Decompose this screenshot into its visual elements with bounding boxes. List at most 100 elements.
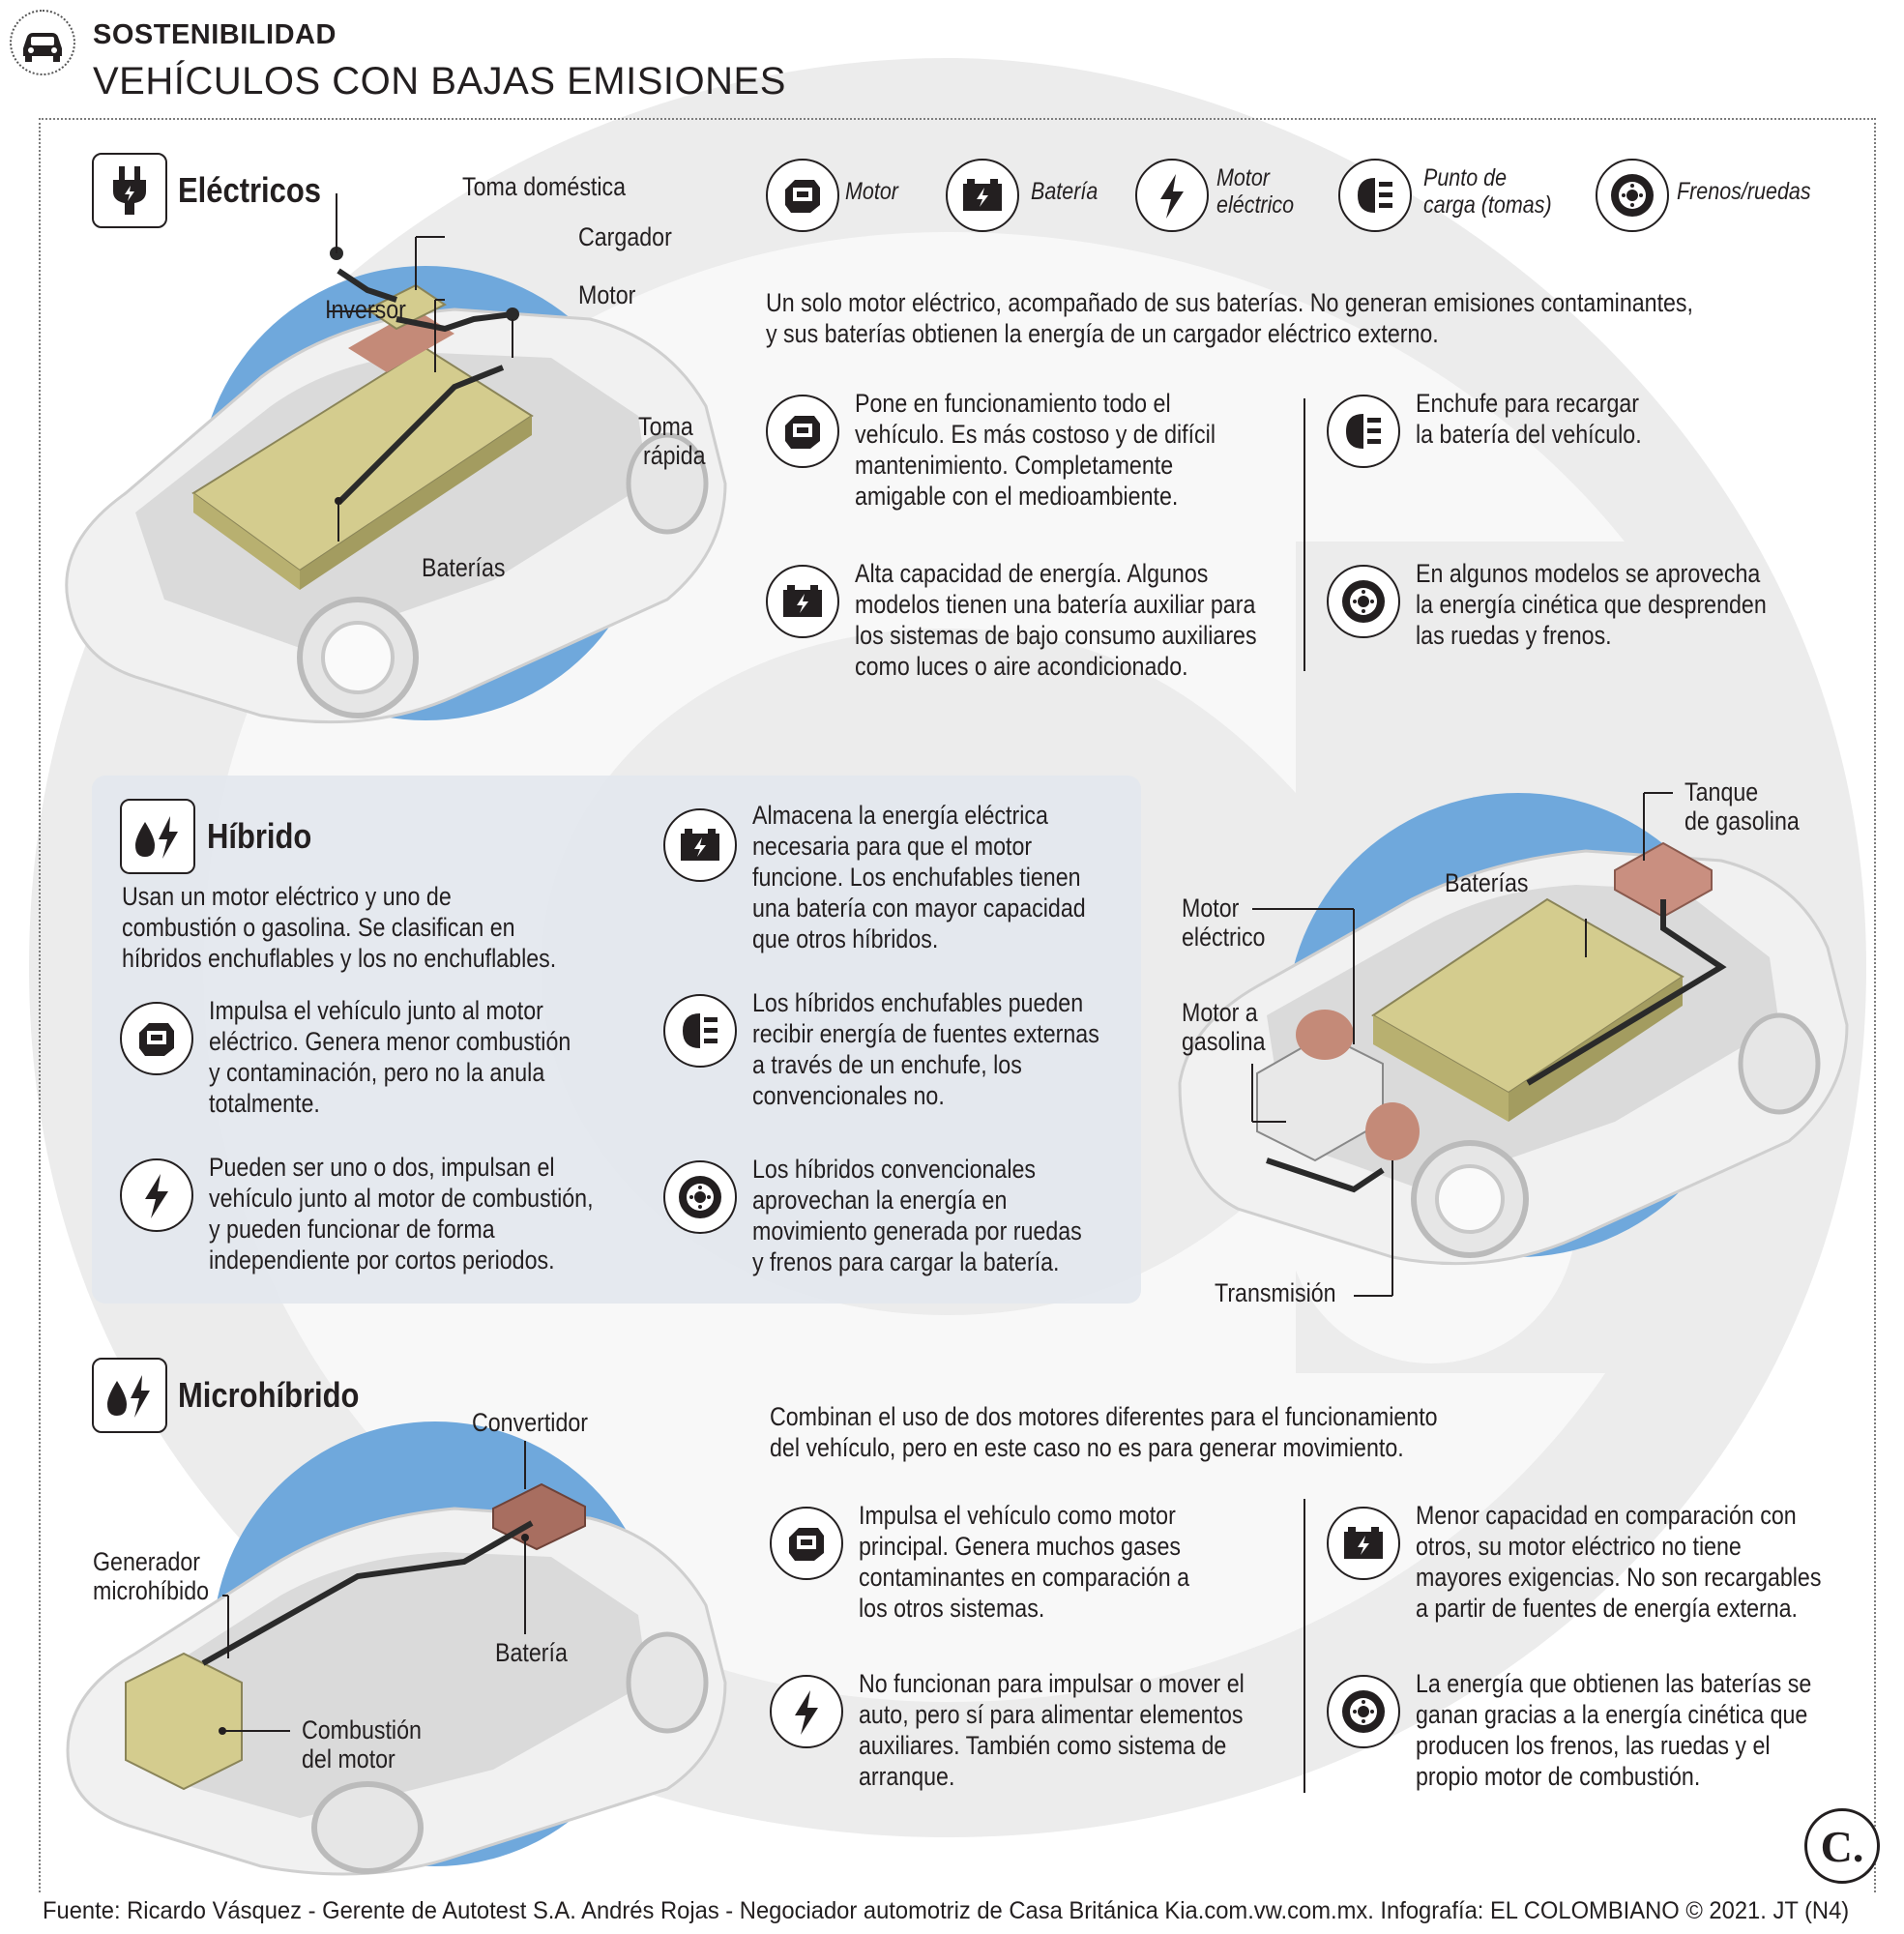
hibrido-motor-3: y contaminación, pero no la anula (209, 1058, 545, 1087)
charging-port-icon (1338, 159, 1412, 232)
microhibrido-electrico-1: No funcionan para impulsar o mover el (859, 1669, 1245, 1698)
hibrido-carga-2: recibir energía de fuentes externas (752, 1019, 1099, 1048)
brake-wheel-icon (1596, 159, 1669, 232)
hibrido-bateria-4: una batería con mayor capacidad (752, 894, 1086, 923)
legend-motor-electrico-1: Motor (1216, 164, 1270, 191)
label-baterias-hibrido: Baterías (1445, 868, 1529, 897)
hibrido-electrico-3: y pueden funcionar de forma (209, 1215, 495, 1244)
lightning-icon (1135, 159, 1209, 232)
microhibrido-motor-3: contaminantes en comparación a (859, 1563, 1190, 1592)
microhibrido-frenos-3: producen los frenos, las ruedas y el (1416, 1731, 1771, 1760)
label-toma-rapida-2: rápida (643, 441, 706, 470)
hibrido-frenos-4: y frenos para cargar la batería. (752, 1247, 1060, 1276)
hybrid-panel (92, 776, 1141, 1304)
lightning-icon (120, 1158, 193, 1232)
hibrido-intro-3: híbridos enchuflables y los no enchuflab… (122, 944, 557, 973)
page-title: VEHÍCULOS CON BAJAS EMISIONES (93, 60, 786, 103)
electricos-frenos-2: la energía cinética que desprenden (1416, 590, 1767, 619)
battery-icon (766, 565, 839, 638)
electricos-motor-4: amigable con el medioambiente. (855, 482, 1179, 511)
electricos-intro-1: Un solo motor eléctrico, acompañado de s… (766, 288, 1693, 317)
electricos-bateria-4: como luces o aire acondicionado. (855, 652, 1188, 681)
label-motor-gasolina-2: gasolina (1182, 1027, 1266, 1056)
electricos-motor-1: Pone en funcionamiento todo el (855, 389, 1171, 418)
legend-bateria: Batería (1031, 178, 1098, 205)
hibrido-frenos-2: aprovechan la energía en (752, 1186, 1008, 1215)
hibrido-electrico-4: independiente por cortos periodos. (209, 1245, 555, 1275)
label-bateria-micro: Batería (495, 1638, 568, 1667)
legend-frenos: Frenos/ruedas (1677, 178, 1811, 205)
hibrido-bateria-2: necesaria para que el motor (752, 832, 1033, 861)
hibrido-electrico-1: Pueden ser uno o dos, impulsan el (209, 1153, 555, 1182)
hibrido-frenos-1: Los híbridos convencionales (752, 1155, 1037, 1184)
hibrido-bateria-3: funcione. Los enchufables tienen (752, 863, 1081, 892)
hibrido-bateria-1: Almacena la energía eléctrica (752, 801, 1048, 830)
electricos-carga-1: Enchufe para recargar (1416, 389, 1640, 418)
divider (1304, 1499, 1305, 1793)
microhibrido-bateria-4: a partir de fuentes de energía externa. (1416, 1594, 1799, 1623)
engine-icon (766, 159, 839, 232)
hibrido-electrico-2: vehículo junto al motor de combustión, (209, 1184, 594, 1213)
hibrido-bateria-5: que otros híbridos. (752, 924, 939, 953)
engine-icon (766, 395, 839, 468)
electricos-motor-3: mantenimiento. Completamente (855, 451, 1174, 480)
microhibrido-intro-2: del vehículo, pero en este caso no es pa… (770, 1433, 1404, 1462)
label-toma-rapida-1: Toma (638, 412, 693, 441)
microhibrido-bateria-2: otros, su motor eléctrico no tiene (1416, 1532, 1742, 1561)
hibrido-motor-4: totalmente. (209, 1089, 320, 1118)
microhibrido-frenos-2: ganan gracias a la energía cinética que (1416, 1700, 1808, 1729)
label-tanque-1: Tanque (1684, 777, 1759, 806)
divider (1304, 398, 1305, 671)
label-motor-electrico-2: eléctrico (1182, 923, 1266, 952)
microhibrido-frenos-4: propio motor de combustión. (1416, 1762, 1701, 1791)
drop-lightning-icon (120, 799, 195, 874)
microhibrido-bateria-3: mayores exigencias. No son recargables (1416, 1563, 1822, 1592)
kicker: SOSTENIBILIDAD (93, 19, 337, 50)
electricos-carga-2: la batería del vehículo. (1416, 420, 1642, 449)
engine-icon (770, 1507, 843, 1580)
microhibrido-intro-1: Combinan el uso de dos motores diferente… (770, 1402, 1438, 1431)
section-title-microhibrido: Microhíbrido (178, 1375, 360, 1415)
legend-motor-electrico-2: eléctrico (1216, 191, 1295, 219)
label-combustion-1: Combustión (302, 1715, 422, 1744)
label-motor: Motor (578, 280, 636, 309)
label-tanque-2: de gasolina (1684, 806, 1800, 835)
microhibrido-bateria-1: Menor capacidad en comparación con (1416, 1501, 1797, 1530)
brake-wheel-icon (1327, 565, 1400, 638)
brake-wheel-icon (663, 1160, 737, 1234)
car-icon (10, 10, 75, 75)
label-transmision: Transmisión (1215, 1278, 1336, 1307)
section-title-electricos: Eléctricos (178, 170, 322, 210)
brake-wheel-icon (1327, 1675, 1400, 1748)
microhibrido-motor-1: Impulsa el vehículo como motor (859, 1501, 1176, 1530)
battery-icon (946, 159, 1019, 232)
label-baterias: Baterías (422, 553, 506, 582)
electricos-motor-2: vehículo. Es más costoso y de difícil (855, 420, 1216, 449)
el-colombiano-logo: C. (1804, 1808, 1880, 1884)
microhibrido-electrico-2: auto, pero sí para alimentar elementos (859, 1700, 1244, 1729)
electricos-frenos-1: En algunos modelos se aprovecha (1416, 559, 1761, 588)
logo-text: C. (1820, 1822, 1864, 1871)
drop-lightning-icon (92, 1358, 167, 1433)
hibrido-carga-1: Los híbridos enchufables pueden (752, 988, 1084, 1017)
microhibrido-motor-4: los otros sistemas. (859, 1594, 1045, 1623)
label-motor-gasolina-1: Motor a (1182, 998, 1258, 1027)
lightning-icon (770, 1675, 843, 1748)
plug-icon (92, 153, 167, 228)
hibrido-intro-1: Usan un motor eléctrico y uno de (122, 882, 452, 911)
electricos-frenos-3: las ruedas y frenos. (1416, 621, 1612, 650)
hibrido-frenos-3: movimiento generada por ruedas (752, 1216, 1082, 1245)
electricos-bateria-3: los sistemas de bajo consumo auxiliares (855, 621, 1257, 650)
engine-icon (120, 1002, 193, 1075)
legend-punto-carga-2: carga (tomas) (1423, 191, 1552, 219)
microhibrido-motor-2: principal. Genera muchos gases (859, 1532, 1181, 1561)
legend-motor: Motor (845, 178, 898, 205)
hibrido-motor-1: Impulsa el vehículo junto al motor (209, 996, 543, 1025)
hibrido-carga-3: a través de un enchufe, los (752, 1050, 1022, 1079)
charging-port-icon (1327, 395, 1400, 468)
label-motor-electrico-1: Motor (1182, 894, 1240, 923)
dotted-frame (39, 118, 1876, 1892)
microhibrido-electrico-3: auxiliares. También como sistema de (859, 1731, 1227, 1760)
label-convertidor: Convertidor (472, 1408, 589, 1437)
electricos-bateria-1: Alta capacidad de energía. Algunos (855, 559, 1209, 588)
